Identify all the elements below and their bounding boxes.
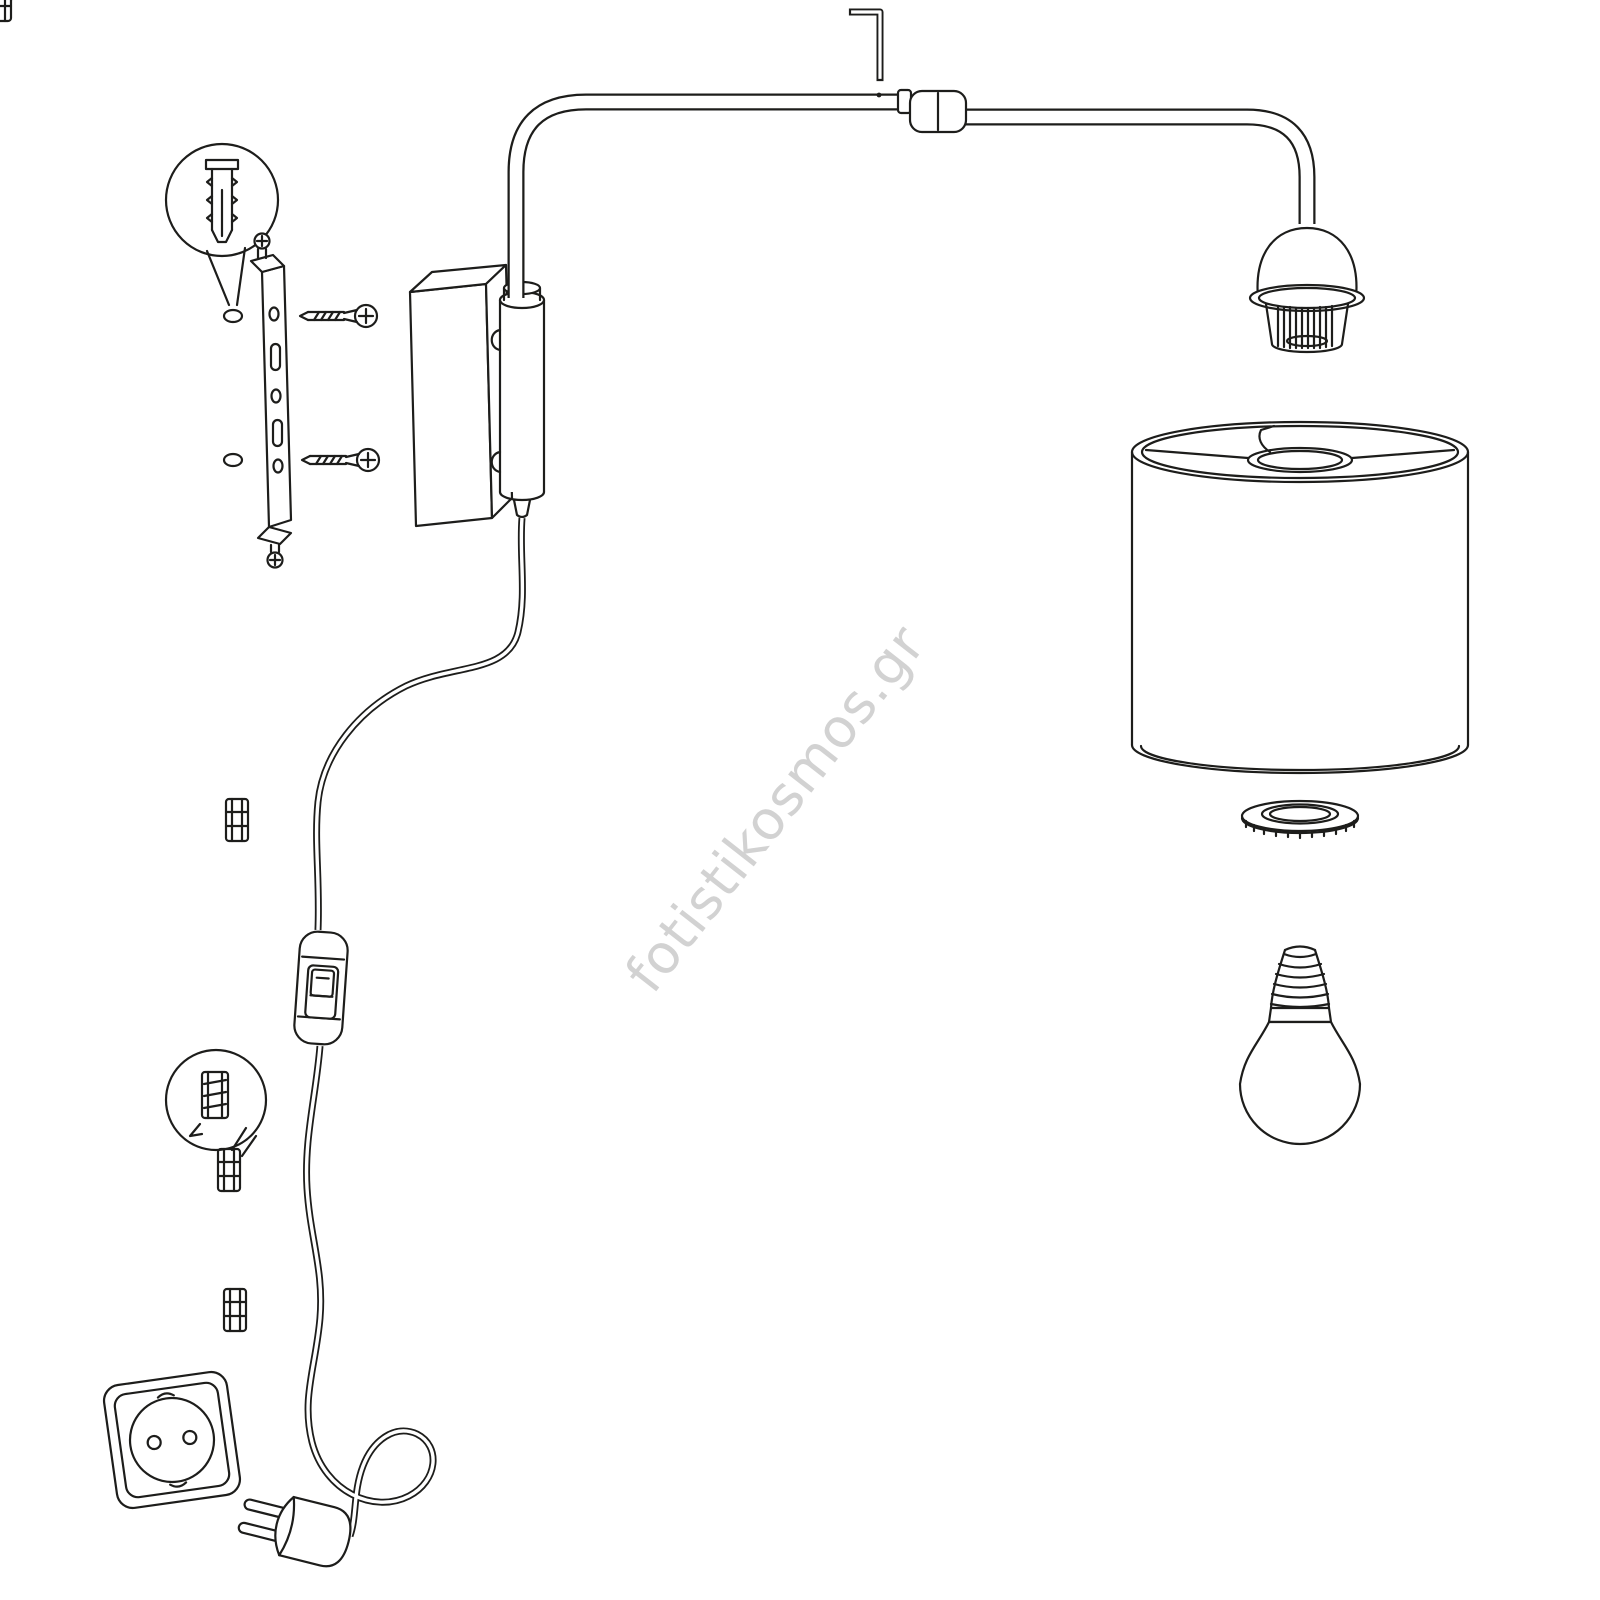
wall-hole-top: [222, 308, 244, 324]
light-bulb: [1238, 945, 1362, 1146]
cable-clip-3: [222, 1287, 248, 1333]
bulb-thread: [1267, 945, 1333, 1024]
swing-arm-tube-left: [507, 93, 903, 298]
hex-key-tool: [848, 8, 884, 82]
cable-clip-2: [216, 1147, 242, 1193]
swing-arm-tube-right: [963, 108, 1316, 224]
pivot-cylinder: [490, 280, 546, 519]
arm-joint-connector: [876, 88, 968, 134]
wall-mount-plate: [408, 263, 514, 528]
wall-anchor-detail-circle: [164, 142, 280, 307]
machine-screw-top: [253, 232, 271, 260]
machine-screw-bottom: [266, 543, 284, 569]
power-cable-upper: [313, 517, 526, 931]
inline-switch: [293, 930, 349, 1046]
cable-clip-1: [224, 797, 250, 843]
anchor-leader-line: [205, 246, 247, 307]
mounting-bracket: [249, 232, 293, 569]
power-cable-lower: [303, 1045, 437, 1538]
lamp-socket: [1248, 226, 1366, 354]
socket-thread: [1264, 302, 1350, 354]
cable-clip-detail-icon: [188, 1070, 230, 1138]
power-plug: [237, 1495, 352, 1568]
lampshade: [1130, 420, 1470, 775]
cable-clip-detail-circle: [164, 1048, 268, 1158]
clip-leader-line: [230, 1126, 258, 1158]
wood-screw-bottom: [300, 447, 381, 473]
shade-spider: [1144, 424, 1456, 474]
wall-anchor-icon: [204, 158, 240, 244]
wood-screw-top: [298, 303, 379, 329]
switch-rocker: [309, 968, 336, 998]
watermark-text: fotistikosmos.gr: [613, 613, 938, 1004]
set-screw-hole: [876, 92, 882, 98]
shade-retaining-ring: [1240, 799, 1360, 840]
wall-hole-bottom: [222, 452, 244, 468]
wall-outlet: [102, 1370, 242, 1510]
